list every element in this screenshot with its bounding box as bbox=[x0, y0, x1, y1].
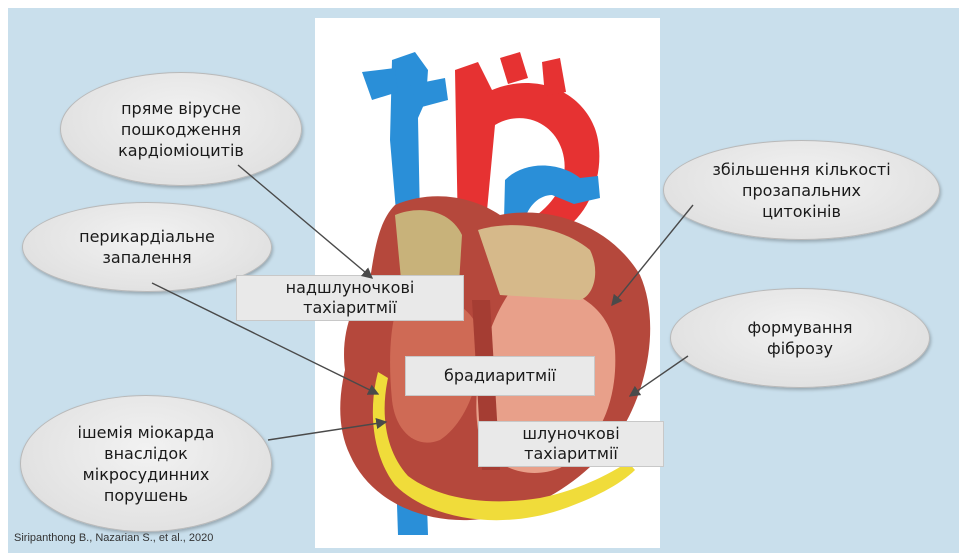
box-supraventricular-tachyarrhythmia: надшлуночкові тахіаритмії bbox=[236, 275, 464, 321]
label-fibrosis-formation: формування фіброзу bbox=[670, 288, 930, 388]
aorta-branch-left bbox=[542, 58, 566, 96]
label-pericardial-inflammation: перикардіальне запалення bbox=[22, 202, 272, 292]
label-direct-viral-damage: пряме вірусне пошкодження кардіоміоцитів bbox=[60, 72, 302, 186]
label-microvascular-ischemia: ішемія міокарда внаслідок мікросудинних … bbox=[20, 395, 272, 532]
aorta-branch-right bbox=[500, 52, 528, 84]
label-cytokine-increase: збільшення кількості прозапальних цитокі… bbox=[663, 140, 940, 240]
box-ventricular-tachyarrhythmia: шлуночкові тахіаритмії bbox=[478, 421, 664, 467]
citation: Siripanthong B., Nazarian S., et al., 20… bbox=[14, 532, 213, 544]
box-bradyarrhythmia: брадиаритмії bbox=[405, 356, 595, 396]
